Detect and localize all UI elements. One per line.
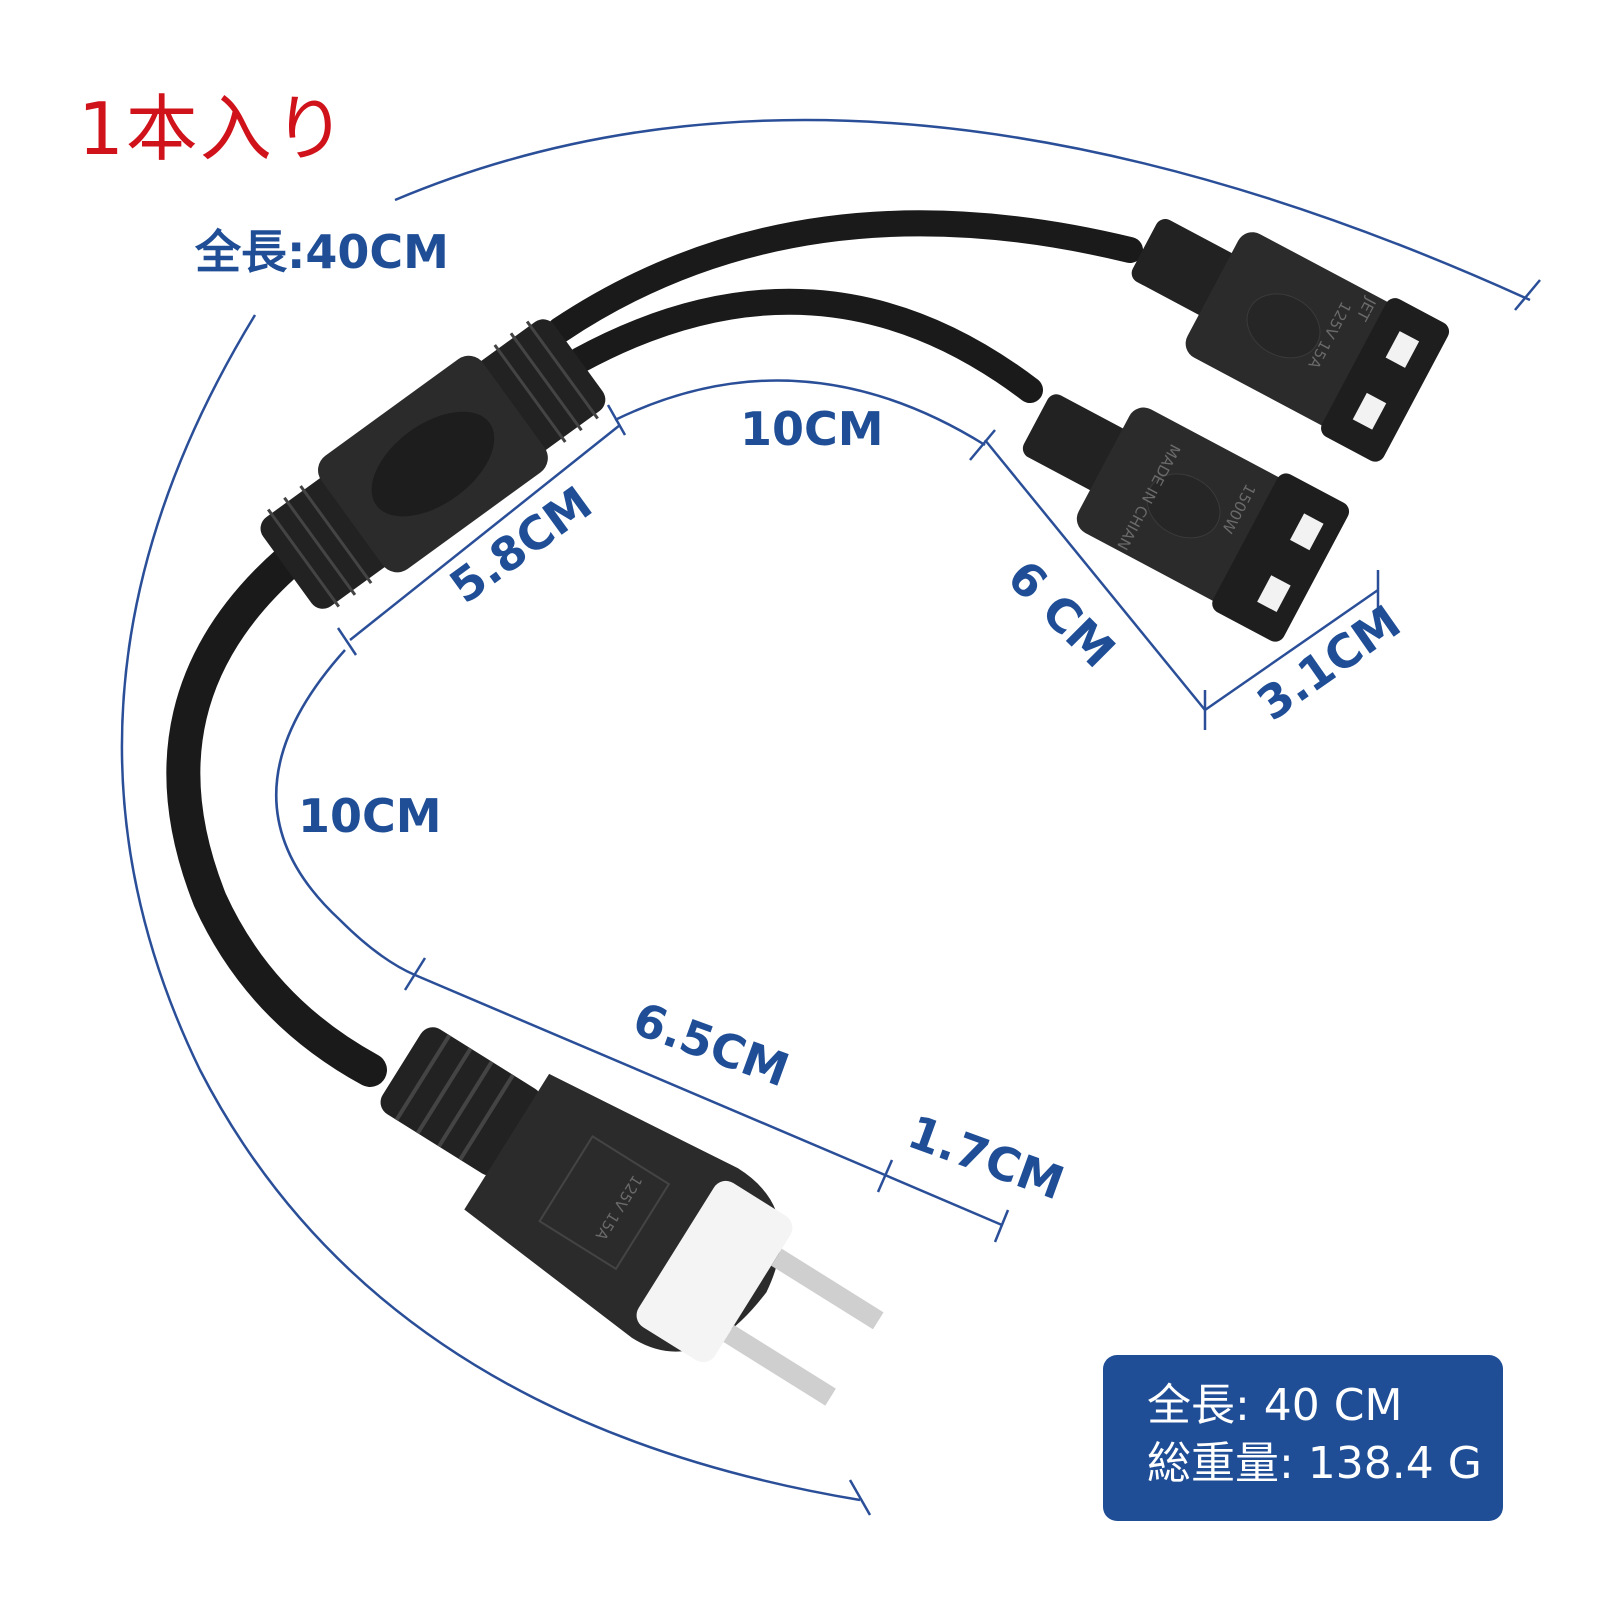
total-length-arc-left [120,314,861,1502]
branch-arc [614,379,986,447]
prong-length-line [884,1173,1003,1227]
spec-length: 全長: 40 CM [1147,1380,1403,1431]
spec-weight: 総重量: 138.4 G [1147,1438,1482,1489]
splitter-line [349,424,621,641]
total-length-arc-top [394,118,1531,302]
dim-main-cable: 10CM [298,789,442,843]
plug: 125V 15A [380,1027,884,1406]
socket-length-line [984,439,1206,711]
dim-prong-length: 1.7CM [901,1105,1071,1211]
socket-bottom: MADE IN CHIAN 1500W [1022,394,1350,642]
total-length-label: 全長:40CM [194,225,449,279]
dim-branch-top: 10CM [740,402,884,456]
socket-top: 125V 15A JET [1131,219,1450,462]
main-cable-arc [275,649,416,977]
cables [166,210,1143,1087]
dimension-lines [120,118,1541,1516]
socket-width-line [1204,588,1379,712]
plug-length-line [414,973,886,1177]
dim-plug-length: 6.5CM [626,992,796,1098]
spec-info-box: 全長: 40 CM 総重量: 138.4 G [1103,1355,1503,1521]
product-count-title: 1本入り [78,87,348,171]
dim-socket-length: 6 CM [997,550,1125,678]
splitter-body [260,319,606,609]
